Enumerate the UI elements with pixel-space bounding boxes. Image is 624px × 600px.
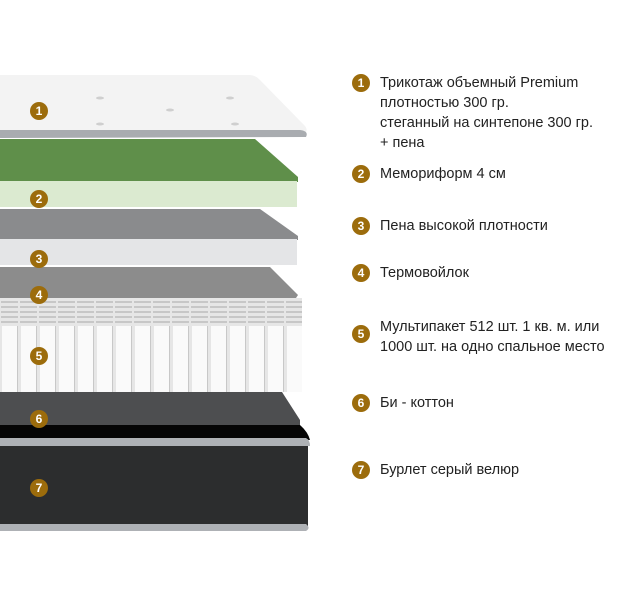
legend-text: Би - коттон	[380, 393, 624, 413]
layer-5-badge: 5	[30, 347, 48, 365]
legend-line: Пена высокой плотности	[380, 218, 548, 234]
legend-text: Бурлет серый велюр	[380, 460, 624, 480]
legend-line: Трикотаж объемный Premium	[380, 75, 579, 91]
layer-4-badge: 4	[30, 286, 48, 304]
layer-1-badge: 1	[30, 102, 48, 120]
legend-line: Мультипакет 512 шт. 1 кв. м. или	[380, 319, 600, 335]
layer-7-velour-border	[0, 425, 310, 531]
legend-line: стеганный на синтепоне 300 гр.	[380, 115, 594, 131]
legend-line: плотностью 300 гр.	[380, 95, 509, 111]
layer-2-badge: 2	[30, 190, 48, 208]
legend-text: Мультипакет 512 шт. 1 кв. м. или 1000 шт…	[380, 317, 624, 357]
layer-4-thermal-felt	[0, 267, 298, 298]
legend-badge: 1	[352, 74, 370, 92]
layer-2-memory-foam	[0, 139, 298, 207]
legend-text: Мемориформ 4 см	[380, 164, 624, 184]
legend-text: Трикотаж объемный Premium плотностью 300…	[380, 73, 624, 153]
layer-6-bi-cotton	[0, 392, 300, 425]
layer-5-pocket-springs	[0, 298, 302, 392]
legend-badge: 5	[352, 325, 370, 343]
layer-3-badge: 3	[30, 250, 48, 268]
legend-text: Пена высокой плотности	[380, 216, 624, 236]
legend-line: Бурлет серый велюр	[380, 462, 520, 478]
legend-badge: 7	[352, 461, 370, 479]
legend-badge: 4	[352, 264, 370, 282]
legend-text: Термовойлок	[380, 263, 624, 283]
legend-line: Мемориформ 4 см	[380, 166, 506, 182]
legend-line: 1000 шт. на одно спальное место	[380, 339, 605, 355]
legend-badge: 3	[352, 217, 370, 235]
legend-line: + пена	[380, 135, 425, 151]
layer-3-high-density-foam	[0, 209, 298, 265]
layer-1-knit-top	[0, 75, 307, 138]
legend-line: Термовойлок	[380, 265, 469, 281]
legend-badge: 2	[352, 165, 370, 183]
legend-line: Би - коттон	[380, 395, 454, 411]
layer-6-badge: 6	[30, 410, 48, 428]
legend-badge: 6	[352, 394, 370, 412]
layer-7-badge: 7	[30, 479, 48, 497]
